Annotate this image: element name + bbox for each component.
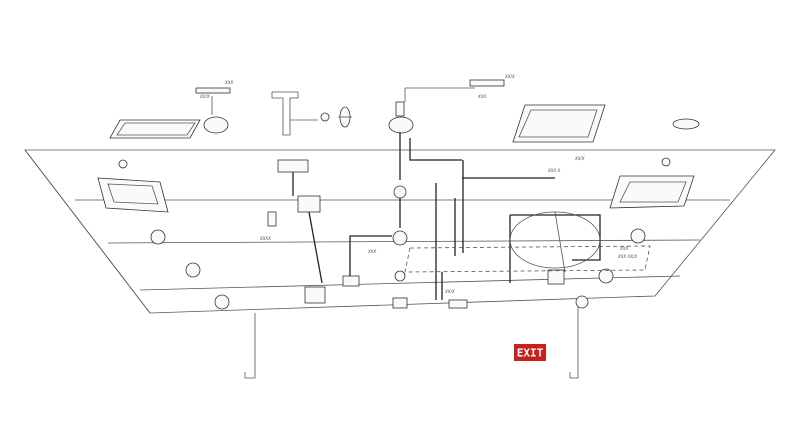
- label-e: XXX X: [547, 168, 560, 173]
- exit-sign-label: EXIT: [517, 347, 544, 360]
- access-plate: [448, 299, 468, 309]
- label-c: XXX: [477, 94, 486, 99]
- pendant-node-1: [393, 185, 407, 199]
- zone-circle: [509, 211, 601, 269]
- lighting-zone: [404, 211, 651, 273]
- label-f: XX/X: [574, 156, 585, 161]
- ceiling-plane: [24, 149, 776, 314]
- label-k: XXX XX/X: [617, 254, 637, 259]
- junction-box-top: [277, 159, 309, 173]
- floating-panel-right: [512, 104, 606, 143]
- label-g: XXXX: [259, 236, 271, 241]
- recessed-panel-right: [609, 175, 695, 209]
- wall-spot-2: [185, 262, 201, 278]
- upper-fixtures: [109, 79, 700, 143]
- corner-bracket-right: [661, 157, 671, 167]
- exit-sign: EXIT: [514, 344, 546, 361]
- wall-spot-1: [150, 229, 166, 245]
- corner-bracket-left: [118, 159, 128, 169]
- wall-spot-4: [630, 228, 646, 244]
- pendant-node-2: [392, 230, 408, 246]
- junction-box-low: [304, 286, 326, 304]
- ceiling-drops: [244, 298, 579, 379]
- label-a: XX/X: [199, 94, 210, 99]
- pendant-light-center: [388, 79, 505, 134]
- round-downlight-right: [672, 118, 700, 130]
- recessed-panel-left: [97, 177, 169, 213]
- label-h: XXX: [367, 249, 376, 254]
- label-d: XX/X: [504, 74, 515, 79]
- wall-spot-6: [575, 295, 589, 309]
- junction-box-mid: [297, 195, 321, 213]
- pendant-node-3: [394, 270, 406, 282]
- ceiling-fixtures: [97, 157, 695, 310]
- light-node-right: [547, 269, 565, 285]
- wall-spot-3: [214, 294, 230, 310]
- switch-box: [342, 275, 360, 287]
- annotations: XX/X XXX XXX XX/X XXX X XX/X XXXX XXX XX…: [199, 74, 637, 294]
- label-i: XX/X: [444, 289, 455, 294]
- floating-panel-left: [109, 119, 201, 139]
- wall-spot-5: [598, 268, 614, 284]
- label-j: XXX: [619, 246, 628, 251]
- pendant-light-left: [195, 87, 231, 134]
- floor-box: [392, 297, 408, 309]
- ceiling-mount-bracket: [271, 91, 352, 136]
- sensor-box: [267, 211, 277, 227]
- exit-sign-box: [514, 344, 546, 361]
- label-b: XXX: [224, 80, 233, 85]
